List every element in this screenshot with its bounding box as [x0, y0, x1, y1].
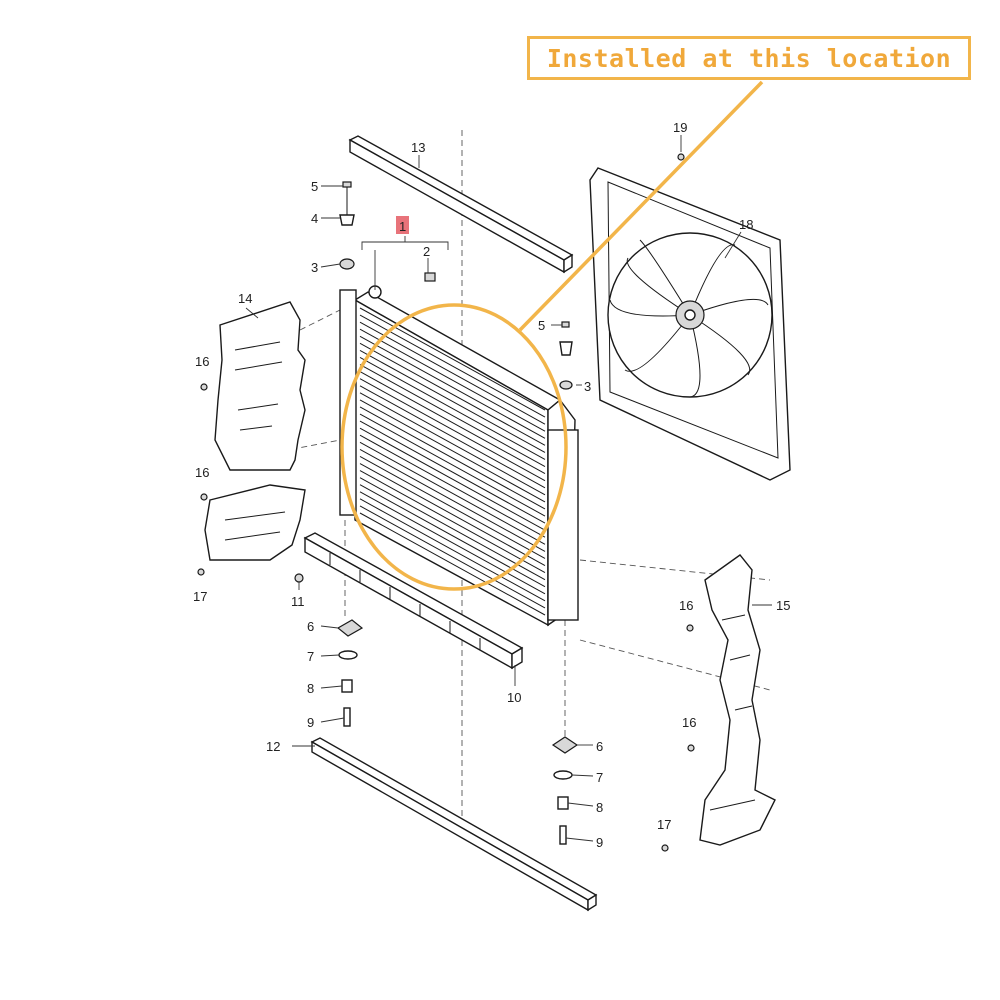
label-part-11: 11 [291, 594, 305, 609]
label-part-9-right: 9 [596, 835, 603, 850]
label-part-18: 18 [739, 217, 753, 232]
right-mount-hardware [559, 321, 573, 390]
label-part-8-left: 8 [307, 681, 314, 696]
radiator-fin-line [359, 335, 546, 439]
lower-rail [303, 532, 524, 670]
part-number-labels: 1 2 3 3 4 5 5 6 6 7 7 8 8 9 9 10 11 12 1… [193, 120, 790, 850]
leader-lines [245, 135, 772, 842]
radiator-fin-line [359, 427, 546, 531]
top-seal-strip [348, 135, 574, 274]
radiator-fin-line [359, 470, 546, 574]
label-part-16-c: 16 [679, 598, 693, 613]
radiator-fin-line [359, 321, 546, 425]
radiator-fin-line [359, 328, 546, 432]
label-part-12: 12 [266, 739, 280, 754]
label-part-7-right: 7 [596, 770, 603, 785]
radiator-fin-line [359, 434, 546, 538]
radiator-fin-line [359, 484, 546, 588]
radiator-fin-line [359, 498, 546, 602]
radiator-fin-line [359, 491, 546, 595]
label-part-1: 1 [399, 219, 406, 234]
right-bushing-stack [551, 736, 579, 845]
radiator-fin-line [359, 371, 546, 475]
radiator-fin-line [359, 420, 546, 524]
radiator-fin-line [359, 364, 546, 467]
radiator-fin-line [359, 512, 546, 616]
label-part-16-d: 16 [682, 715, 696, 730]
callout-text: Installed at this location [546, 43, 952, 73]
left-mount-hardware [339, 181, 355, 270]
label-part-15: 15 [776, 598, 790, 613]
fan-shroud [589, 167, 791, 481]
part-1-highlight-tag [396, 216, 409, 234]
radiator-fin-line [359, 314, 546, 418]
label-part-17-a: 17 [193, 589, 207, 604]
fastener-screws [197, 153, 695, 852]
label-part-7-left: 7 [307, 649, 314, 664]
label-part-9-left: 9 [307, 715, 314, 730]
label-part-3-left: 3 [311, 260, 318, 275]
label-part-10: 10 [507, 690, 521, 705]
radiator-fin-line [359, 378, 546, 482]
radiator-fin-line [359, 385, 546, 489]
label-part-2: 2 [423, 244, 430, 259]
right-air-guide [699, 554, 776, 846]
callout-box: Installed at this location [527, 36, 971, 80]
label-part-17-b: 17 [657, 817, 671, 832]
label-part-4: 4 [311, 211, 318, 226]
radiator-fin-line [359, 441, 546, 545]
label-part-5-right: 5 [538, 318, 545, 333]
label-part-16-b: 16 [195, 465, 209, 480]
radiator-fin-line [359, 448, 546, 552]
radiator-fin-line [359, 463, 546, 566]
left-bushing-stack [336, 619, 364, 727]
label-part-5-left: 5 [311, 179, 318, 194]
label-part-13: 13 [411, 140, 425, 155]
label-part-6-left: 6 [307, 619, 314, 634]
label-part-3-right: 3 [584, 379, 591, 394]
install-location-highlight [340, 80, 764, 591]
label-part-6-right: 6 [596, 739, 603, 754]
radiator-fin-line [359, 406, 546, 510]
radiator-fin-line [359, 477, 546, 581]
label-part-19: 19 [673, 120, 687, 135]
temperature-sensor [424, 272, 436, 282]
radiator-fin-line [359, 456, 546, 559]
radiator-fin-line [359, 399, 546, 503]
radiator-fin-line [359, 505, 546, 609]
radiator-fin-line [359, 357, 546, 460]
label-part-16-a: 16 [195, 354, 209, 369]
bottom-seal-strip [310, 737, 598, 912]
radiator-fin-line [359, 349, 546, 453]
radiator-fin-line [359, 342, 546, 446]
radiator-fin-line [359, 413, 546, 517]
radiator-fin-line [359, 307, 546, 411]
left-air-guide [204, 301, 306, 561]
label-part-8-right: 8 [596, 800, 603, 815]
radiator-fin-line [359, 392, 546, 496]
label-part-14: 14 [238, 291, 252, 306]
radiator-core [339, 285, 579, 627]
